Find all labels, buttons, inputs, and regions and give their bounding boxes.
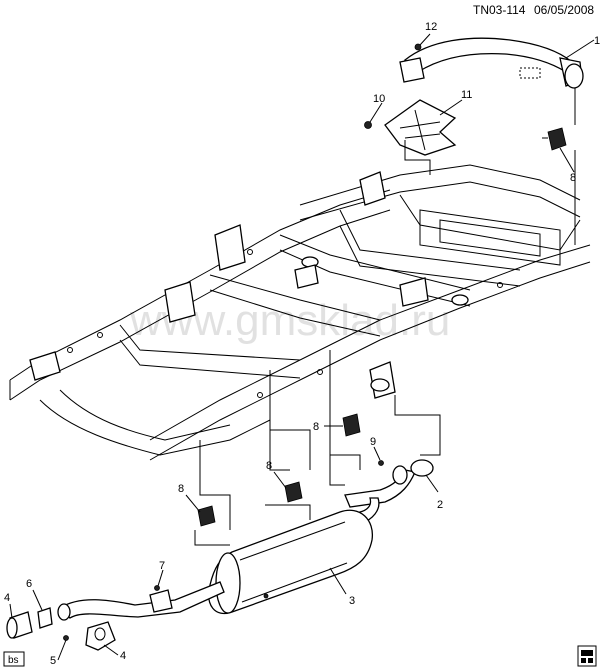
- callout-8-b: 8: [266, 460, 272, 472]
- hanger-insulator-top: [547, 127, 567, 151]
- reference-leader-lines: [194, 67, 576, 546]
- tailpipe: [57, 581, 225, 621]
- bolt-part-5: [63, 635, 69, 641]
- callout-7: 7: [159, 560, 165, 572]
- callout-10: 10: [373, 93, 385, 105]
- callout-leader-lines: [9, 33, 595, 661]
- callout-11: 11: [461, 89, 472, 101]
- callout-labels: 1 2 3 4 4 5 6 7 8 8 8 8 9 10 11 12: [4, 21, 600, 667]
- bs-badge-text: bs: [8, 655, 19, 666]
- nut-part-10: [364, 121, 372, 129]
- exhaust-front-pipe: [399, 37, 584, 89]
- callout-5: 5: [50, 655, 56, 667]
- hanger-insulator-a: [342, 413, 361, 437]
- heat-shield: [384, 99, 457, 156]
- callout-8-a: 8: [313, 421, 319, 433]
- callout-9: 9: [370, 436, 376, 448]
- hanger-insulator-c: [197, 505, 216, 527]
- callout-2: 2: [437, 499, 443, 511]
- exhaust-tip: [6, 611, 33, 639]
- hanger-bracket-part-4: [85, 621, 116, 651]
- callout-1: 1: [594, 35, 600, 47]
- muffler: [208, 509, 373, 615]
- vehicle-icon: [577, 645, 597, 667]
- callout-8-c: 8: [178, 483, 184, 495]
- hanger-insulator-b: [284, 481, 303, 503]
- callout-4b: 4: [120, 650, 126, 662]
- callout-3: 3: [349, 595, 355, 607]
- bolt-part-9: [378, 460, 384, 466]
- diagram-date: 06/05/2008: [534, 3, 594, 17]
- clamp-part-6: [37, 607, 53, 629]
- callout-8-top: 8: [570, 172, 576, 184]
- callout-4a: 4: [4, 592, 10, 604]
- callout-6: 6: [26, 578, 32, 590]
- diagram-code: TN03-114: [473, 3, 526, 17]
- callout-12: 12: [425, 21, 437, 33]
- vehicle-frame: [9, 164, 591, 461]
- bs-badge: bs: [3, 651, 25, 667]
